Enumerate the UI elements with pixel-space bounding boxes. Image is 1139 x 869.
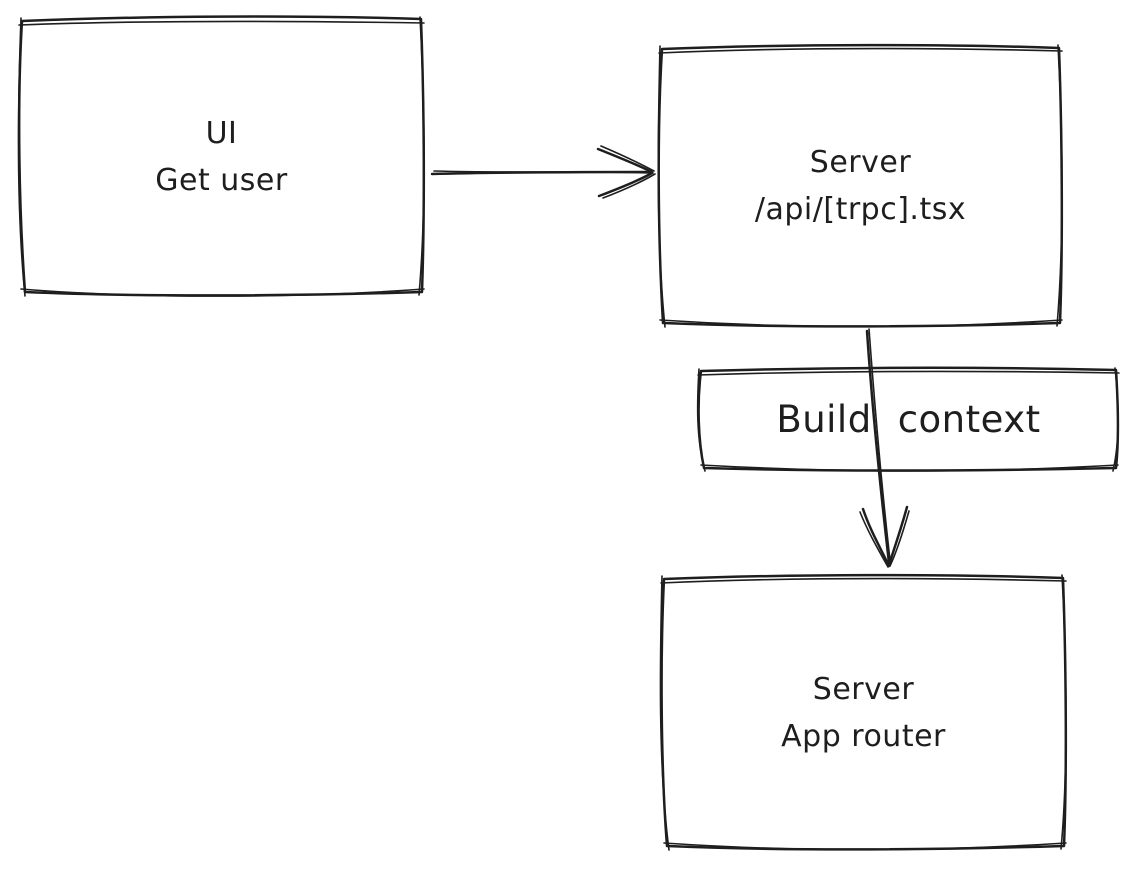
edge-label-word-2: context [897, 397, 1041, 441]
edge-label-word-1: Build [776, 397, 872, 441]
server-api-node-box[interactable] [657, 43, 1064, 328]
ui-node-label[interactable]: UI Get user [18, 17, 425, 297]
server-app-router-node-line-1: Server [812, 671, 915, 707]
server-api-node-label[interactable]: Server /api/[trpc].tsx [658, 45, 1063, 327]
ui-node-line-2: Get user [155, 163, 288, 198]
server-api-node-line-1: Server [809, 145, 912, 180]
edge-label-box[interactable] [696, 366, 1120, 472]
server-api-node-line-2: /api/[trpc].tsx [754, 192, 967, 227]
server-app-router-node-label[interactable]: Server App router [660, 575, 1067, 850]
server-app-router-node-line-2: App router [781, 718, 946, 754]
server-app-router-node-box[interactable] [659, 573, 1068, 851]
ui-node-line-1: UI [205, 116, 238, 151]
edge-label-text[interactable]: Build context [697, 367, 1120, 472]
arrow-server-api-to-app-router[interactable] [859, 328, 910, 568]
arrow-ui-to-server-api[interactable] [430, 145, 656, 199]
ui-node-box[interactable] [17, 15, 426, 297]
